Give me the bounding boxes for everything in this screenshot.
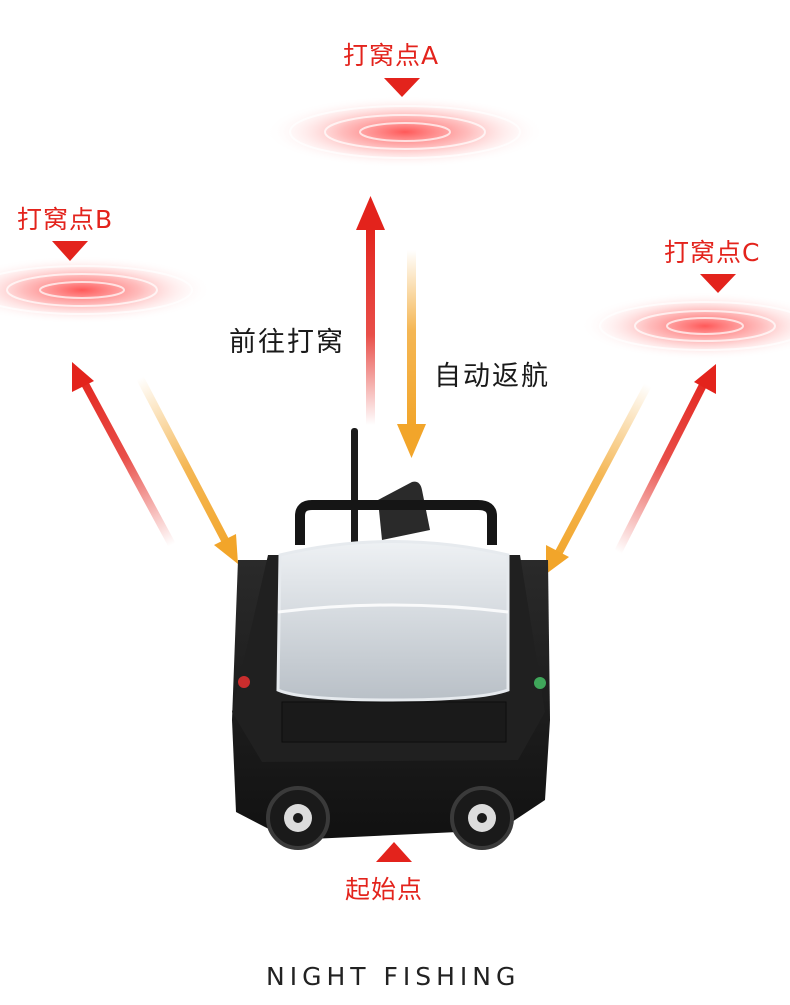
target-b-marker <box>0 241 212 324</box>
return-arrow-a <box>397 250 426 458</box>
target-c-marker <box>580 274 790 360</box>
footer-caption: NIGHT FISHING <box>266 962 521 991</box>
rear-plate <box>281 701 507 743</box>
arrow-down-icon <box>397 424 426 458</box>
bait-hopper <box>276 540 510 702</box>
target-a-glow <box>265 96 545 168</box>
start-point-label: 起始点 <box>345 875 424 904</box>
go-arrow-b <box>72 362 176 547</box>
arrow-up-icon <box>356 196 385 230</box>
target-b-pointer-icon <box>52 241 88 261</box>
target-c-pointer-icon <box>700 274 736 293</box>
target-a-marker <box>265 78 545 168</box>
left-propeller <box>266 786 330 850</box>
carry-handle <box>295 500 497 545</box>
go-arrow-c <box>614 364 716 554</box>
target-c-ring <box>599 301 790 351</box>
target-b-ring <box>6 273 158 307</box>
arrow-down-left-icon <box>546 545 569 574</box>
hopper-lid-edge <box>277 603 509 614</box>
target-c-label: 打窝点C <box>664 238 761 267</box>
bait-boat <box>232 428 550 850</box>
target-c-ring <box>666 317 744 335</box>
go-arrow-a <box>356 196 385 425</box>
go-to-spot-label: 前往打窝 <box>229 327 345 358</box>
target-b-label: 打窝点B <box>17 205 114 234</box>
return-arrow-c <box>546 383 652 574</box>
auto-return-label: 自动返航 <box>434 361 550 392</box>
target-a-ring <box>324 114 486 150</box>
green-light-icon <box>534 677 546 689</box>
antenna <box>351 428 358 548</box>
target-a-label: 打窝点A <box>343 41 440 70</box>
light-housing <box>378 481 430 540</box>
arrow-up-left-icon <box>72 362 94 392</box>
arrow-down-right-icon <box>214 534 238 564</box>
target-a-ring <box>359 122 451 142</box>
right-propeller <box>450 786 514 850</box>
red-light-icon <box>238 676 250 688</box>
start-pointer-icon <box>376 842 412 862</box>
target-a-pointer-icon <box>384 78 420 97</box>
return-arrow-b <box>136 376 238 564</box>
target-b-ring <box>0 265 193 315</box>
arrow-up-right-icon <box>694 364 716 394</box>
target-a-ring <box>289 105 521 159</box>
target-c-ring <box>634 310 776 342</box>
target-b-ring <box>39 281 125 299</box>
